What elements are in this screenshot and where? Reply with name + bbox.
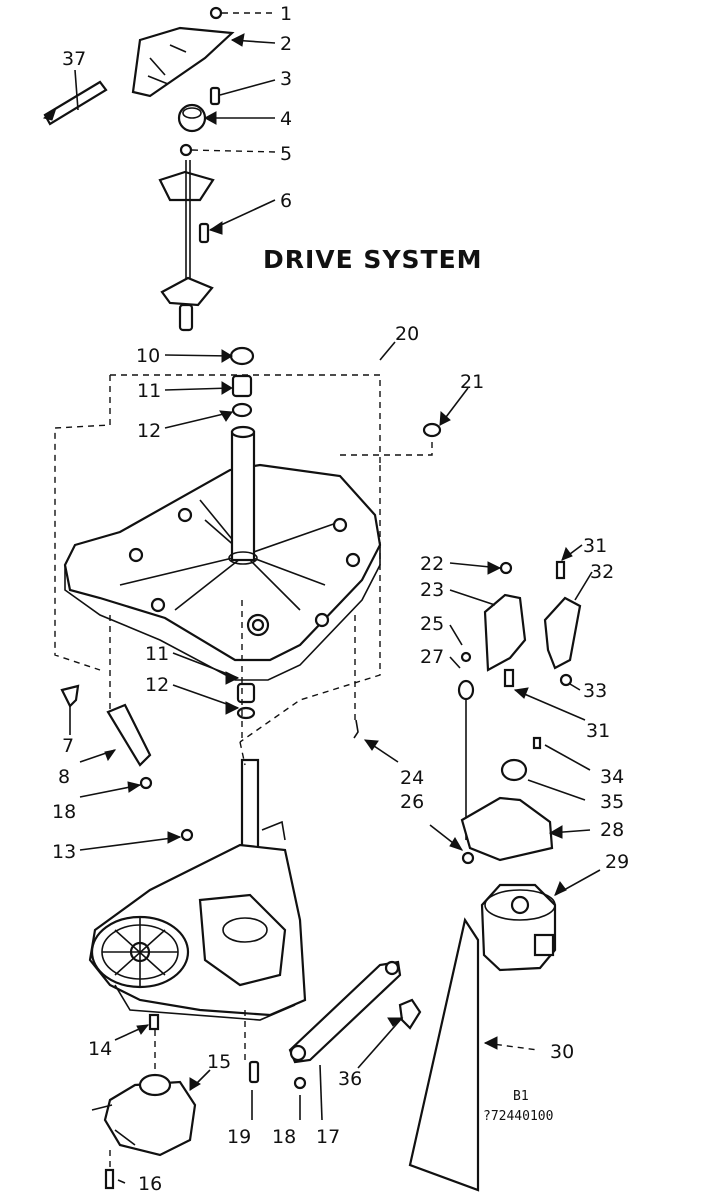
callout-23: 23 bbox=[420, 579, 444, 601]
callout-25: 25 bbox=[420, 613, 444, 635]
part-24-clip bbox=[353, 719, 359, 739]
part-34-pin bbox=[532, 736, 542, 750]
callout-33: 33 bbox=[583, 680, 607, 702]
callout-5: 5 bbox=[280, 143, 292, 165]
callout-22: 22 bbox=[420, 553, 444, 575]
part-11-bushing bbox=[231, 374, 253, 398]
callout-18-lower: 18 bbox=[272, 1126, 296, 1148]
arrowheads bbox=[42, 33, 573, 1091]
callout-7: 7 bbox=[62, 735, 74, 757]
callout-1: 1 bbox=[280, 3, 292, 25]
part-12-washer bbox=[231, 402, 253, 418]
callout-14: 14 bbox=[88, 1038, 112, 1060]
callout-31-lower: 31 bbox=[586, 720, 610, 742]
callout-35: 35 bbox=[600, 791, 624, 813]
part-17-belt-arm bbox=[288, 960, 402, 1064]
part-7-screw bbox=[60, 684, 80, 708]
callout-11-lower: 11 bbox=[145, 643, 169, 665]
part-36-clip bbox=[398, 998, 422, 1030]
part-30-panel bbox=[408, 917, 480, 1192]
callout-15: 15 bbox=[207, 1051, 231, 1073]
part-11-lower-bushing bbox=[236, 682, 256, 704]
part-14-screw bbox=[148, 1013, 160, 1031]
part-8-bracket bbox=[106, 703, 152, 767]
parts bbox=[43, 6, 582, 1192]
part-31-lower-screw bbox=[503, 668, 515, 688]
callout-34: 34 bbox=[600, 766, 624, 788]
callout-20: 20 bbox=[395, 323, 419, 345]
part-center-tube bbox=[230, 430, 256, 562]
callout-16: 16 bbox=[138, 1173, 162, 1195]
callout-labels: 1 2 3 4 5 6 37 10 11 12 20 21 22 23 25 2… bbox=[52, 3, 629, 1195]
part-33-nut bbox=[559, 673, 573, 687]
callout-12: 12 bbox=[137, 420, 161, 442]
diagram-code-line2: ?72440100 bbox=[483, 1109, 553, 1124]
callout-29: 29 bbox=[605, 851, 629, 873]
part-10-nut bbox=[229, 346, 255, 366]
part-19-screw bbox=[248, 1060, 260, 1084]
callout-24: 24 bbox=[400, 767, 424, 789]
callout-2: 2 bbox=[280, 33, 292, 55]
callout-21: 21 bbox=[460, 371, 484, 393]
part-3-screw bbox=[209, 86, 221, 106]
callout-12-lower: 12 bbox=[145, 674, 169, 696]
callout-3: 3 bbox=[280, 68, 292, 90]
callout-18: 18 bbox=[52, 801, 76, 823]
callout-37: 37 bbox=[62, 48, 86, 70]
callout-30: 30 bbox=[550, 1041, 574, 1063]
diagram-title: DRIVE SYSTEM bbox=[263, 245, 483, 274]
part-18-lower-nut bbox=[293, 1076, 307, 1090]
part-37-rod bbox=[43, 80, 108, 126]
callout-17: 17 bbox=[316, 1126, 340, 1148]
part-16-screw bbox=[104, 1168, 115, 1190]
phantom-lines bbox=[54, 374, 433, 1170]
part-28-mount bbox=[460, 796, 554, 862]
part-1-nut bbox=[209, 6, 223, 20]
callout-32: 32 bbox=[590, 561, 614, 583]
callout-6: 6 bbox=[280, 190, 292, 212]
part-13-pin bbox=[180, 828, 194, 842]
part-21-clip bbox=[422, 422, 442, 438]
part-6-screw bbox=[198, 222, 210, 244]
part-22-nut bbox=[499, 561, 513, 575]
part-31-screw bbox=[555, 560, 566, 580]
callout-36: 36 bbox=[338, 1068, 362, 1090]
callout-13: 13 bbox=[52, 841, 76, 863]
part-26-nut bbox=[461, 851, 475, 865]
callout-31: 31 bbox=[583, 535, 607, 557]
part-5-bushing bbox=[179, 143, 193, 157]
callout-11: 11 bbox=[137, 380, 161, 402]
callout-10: 10 bbox=[136, 345, 160, 367]
callout-19: 19 bbox=[227, 1126, 251, 1148]
part-25-nut bbox=[460, 651, 472, 663]
callout-28: 28 bbox=[600, 819, 624, 841]
callout-4: 4 bbox=[280, 108, 292, 130]
part-27-bushing bbox=[457, 679, 475, 701]
callout-8: 8 bbox=[58, 766, 70, 788]
part-base-plate bbox=[63, 463, 382, 662]
part-2-cover bbox=[131, 26, 235, 98]
part-12-lower-washer bbox=[236, 706, 256, 720]
diagram-code-line1: B1 bbox=[513, 1089, 529, 1104]
part-32-bracket bbox=[543, 596, 582, 670]
part-35-pulley bbox=[500, 758, 528, 782]
callout-26: 26 bbox=[400, 791, 424, 813]
part-23-bracket bbox=[483, 593, 527, 672]
callout-27: 27 bbox=[420, 646, 444, 668]
part-18-nut bbox=[139, 776, 153, 790]
